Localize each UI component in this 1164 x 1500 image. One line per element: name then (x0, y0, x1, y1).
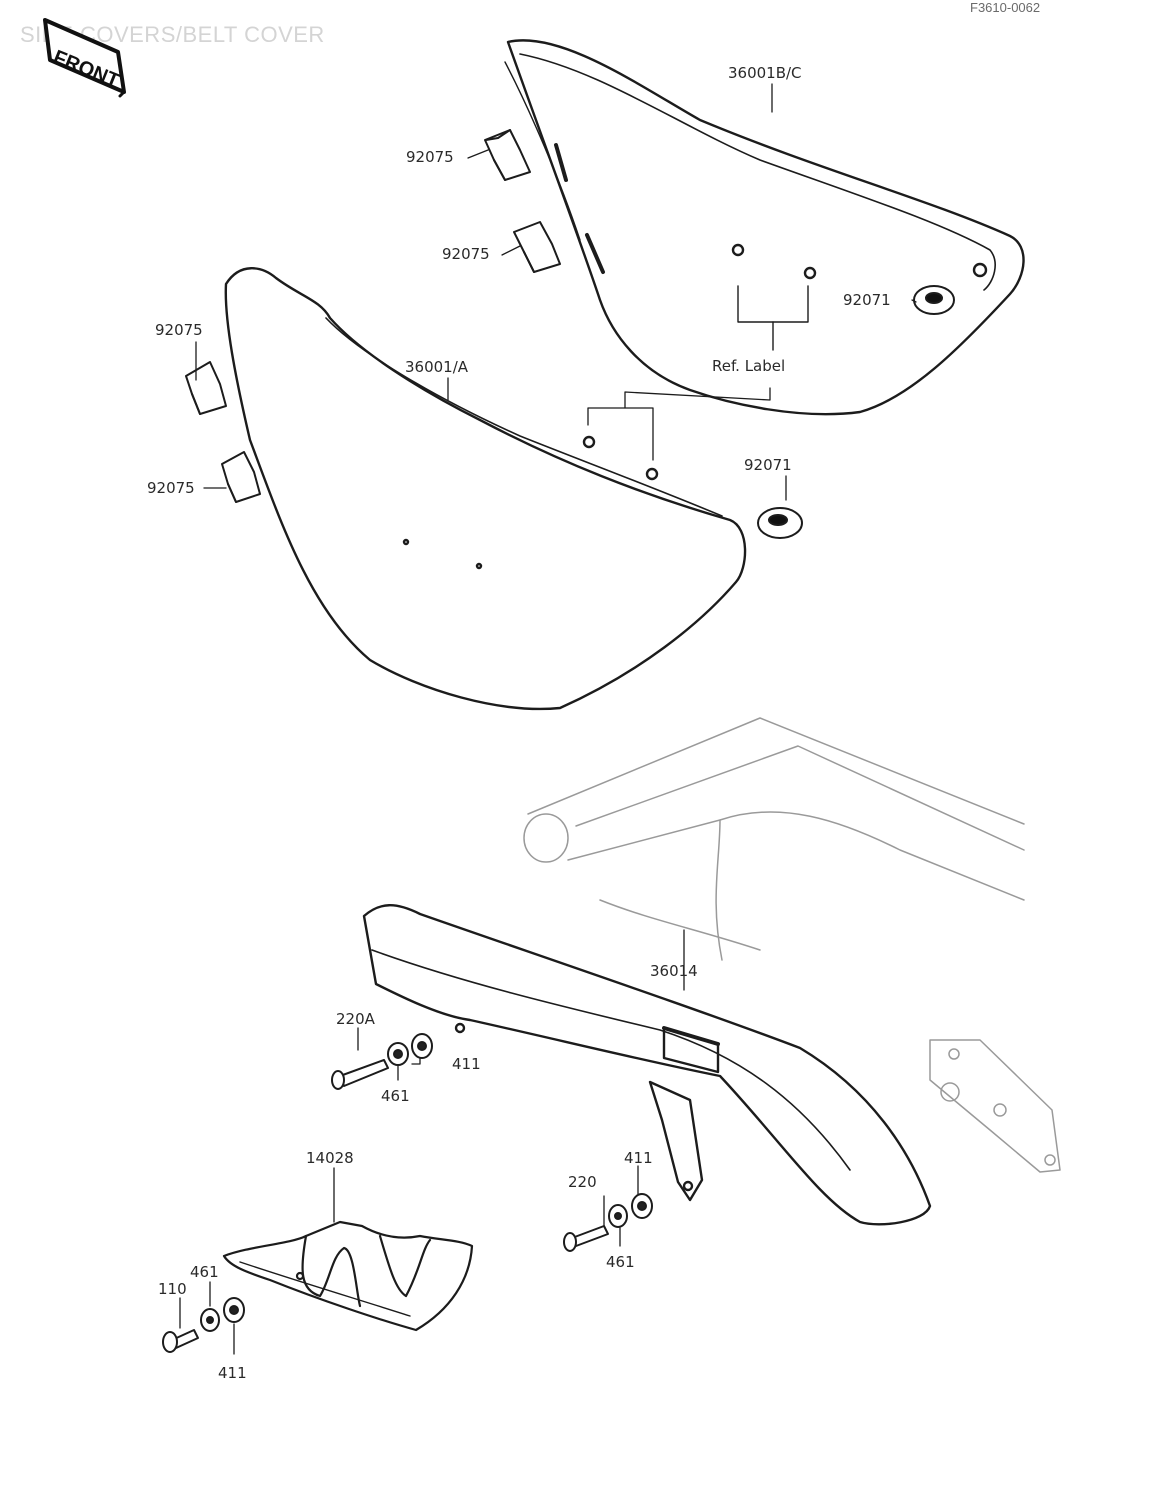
callout-461-b: 461 (606, 1253, 635, 1271)
leader-lines (179, 83, 917, 1355)
callout-220a: 220A (336, 1010, 375, 1028)
left-side-cover (224, 267, 747, 711)
grommet-92075-a (484, 129, 531, 181)
right-side-cover (504, 39, 1025, 416)
callout-36001a: 36001/A (405, 358, 469, 376)
grommet-92075-d (221, 451, 261, 503)
washer-461-a (387, 1042, 409, 1066)
callout-411-b: 411 (624, 1149, 653, 1167)
callout-110: 110 (158, 1280, 187, 1298)
callout-92071-a: 92071 (843, 291, 891, 309)
belt-guard-14028 (222, 1220, 474, 1332)
washer-411-b (631, 1193, 653, 1219)
grommet-92075-b (513, 221, 561, 273)
front-badge-icon: FRONT (43, 18, 126, 98)
callout-411-a: 411 (452, 1055, 481, 1073)
callout-461-c: 461 (190, 1263, 219, 1281)
callout-92075-c: 92075 (155, 321, 203, 339)
callout-411-c: 411 (218, 1364, 247, 1382)
washer-411-a (411, 1033, 433, 1059)
washer-411-c (223, 1297, 245, 1323)
bolt-220 (563, 1225, 609, 1252)
bolt-110 (162, 1329, 199, 1353)
belt-cover (362, 904, 932, 1226)
washer-461-c (200, 1308, 220, 1332)
swingarm-outline (523, 717, 1061, 1173)
callout-92075-a: 92075 (406, 148, 454, 166)
ref-label-leaders (587, 387, 771, 461)
callout-36001b: 36001B/C (728, 64, 802, 82)
diagram-code: F3610-0062 (970, 0, 1041, 15)
callout-220: 220 (568, 1173, 597, 1191)
ref-label: Ref. Label (712, 357, 786, 375)
washer-461-b (608, 1204, 628, 1228)
callout-14028: 14028 (306, 1149, 354, 1167)
callout-461-a: 461 (381, 1087, 410, 1105)
grommet-92071-a (913, 285, 955, 315)
grommet-92075-c (185, 361, 227, 415)
callout-36014: 36014 (650, 962, 698, 980)
callout-92075-b: 92075 (442, 245, 490, 263)
callout-92075-d: 92075 (147, 479, 195, 497)
grommet-92071-b (757, 507, 803, 539)
callout-92071-b: 92071 (744, 456, 792, 474)
bolt-220a (331, 1059, 389, 1090)
